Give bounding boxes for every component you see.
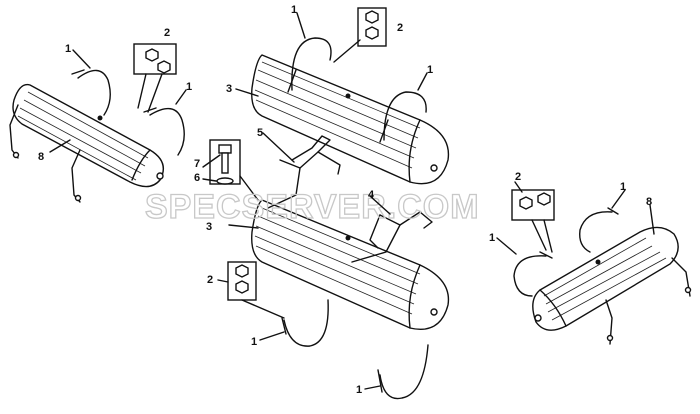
right-nut-box: [511, 189, 555, 253]
center-upper-nut-box: [333, 7, 387, 63]
leader-lines: [49, 12, 655, 390]
center-lower-air-tank: [251, 199, 450, 330]
center-upper-air-tank: [251, 54, 450, 185]
center-upper-strap-1: [287, 37, 332, 93]
callout-2: 2: [164, 27, 170, 39]
center-upper-strap-2: [379, 91, 427, 143]
callout-7: 7: [194, 158, 200, 170]
callout-1: 1: [186, 81, 192, 93]
callout-2: 2: [207, 274, 213, 286]
lower-nut-box: [227, 261, 285, 319]
callout-5: 5: [257, 127, 263, 139]
bolt-and-washer: [209, 139, 259, 201]
right-strap-1: [513, 251, 553, 297]
callout-6: 6: [194, 172, 200, 184]
lower-strap-1: [281, 299, 329, 347]
callout-2: 2: [515, 171, 521, 183]
right-mounting-bracket: [605, 257, 692, 345]
callout-1: 1: [65, 43, 71, 55]
lower-cross-bracket: [351, 211, 433, 263]
upper-cross-bracket: [267, 135, 341, 209]
callout-1: 1: [251, 336, 257, 348]
watermark-text: SPECSERVER.COM: [145, 188, 480, 226]
right-strap-2: [579, 207, 619, 253]
left-mounting-bracket: [9, 104, 82, 203]
lower-strap-2: [377, 344, 429, 400]
left-strap-clamp-2: [143, 107, 185, 156]
callout-labels: 1 1 2 8 1 2 1 3 5 7 6 3 4 2 1 1 2 1 8 1: [38, 4, 652, 396]
right-air-tank: [532, 226, 679, 331]
callout-4: 4: [368, 189, 375, 201]
left-nut-box: [133, 43, 177, 113]
callout-8: 8: [38, 151, 44, 163]
callout-8: 8: [646, 196, 652, 208]
callout-2: 2: [397, 22, 403, 34]
callout-1: 1: [427, 64, 433, 76]
callout-1: 1: [620, 181, 626, 193]
callout-1: 1: [356, 384, 362, 396]
left-air-tank: [12, 83, 164, 188]
callout-3: 3: [206, 221, 212, 233]
callout-1: 1: [489, 232, 495, 244]
callout-3: 3: [226, 83, 232, 95]
callout-1: 1: [291, 4, 297, 16]
left-strap-clamp-1: [71, 69, 111, 116]
